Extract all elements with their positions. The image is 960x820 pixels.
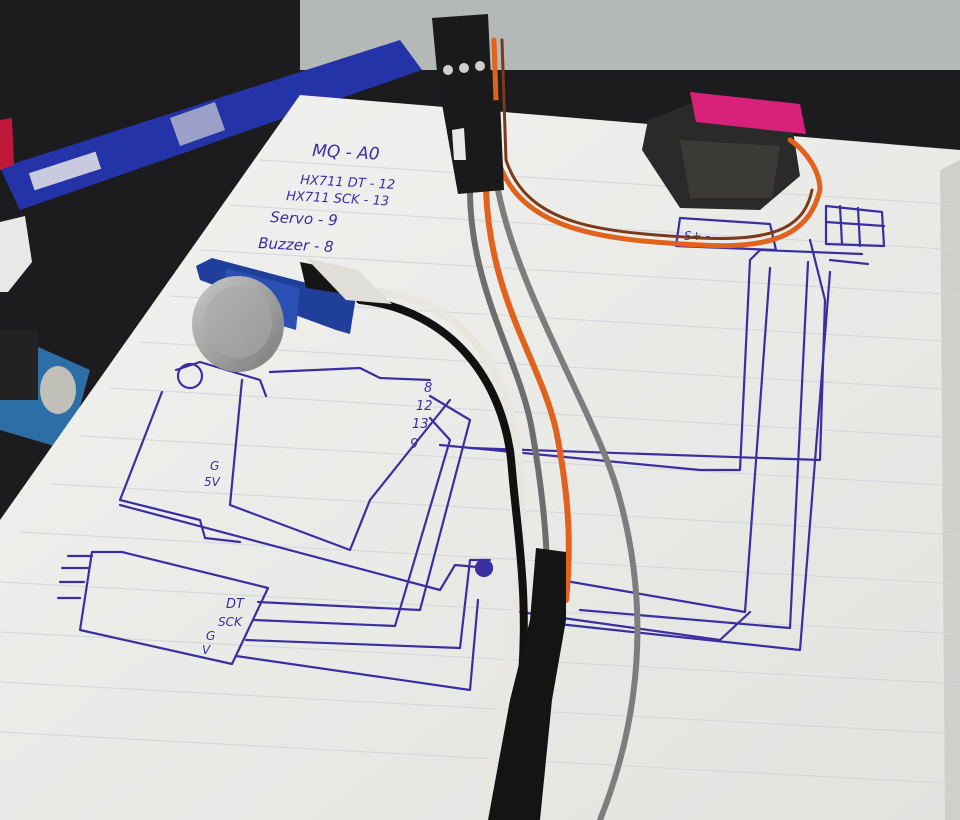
note-line-3: HX711 SCK - 13 xyxy=(286,189,390,209)
servo-wire-brown xyxy=(500,38,814,241)
pin-notes: MQ - A0 HX711 DT - 12 HX711 SCK - 13 Ser… xyxy=(258,141,396,256)
arduino-pin-9: 9 xyxy=(410,437,418,452)
wire-white xyxy=(372,288,527,820)
arduino-pin-13: 13 xyxy=(412,417,429,432)
wire-orange-mid xyxy=(483,187,572,603)
ink-schematic xyxy=(56,204,886,692)
heat-shrink xyxy=(488,548,566,820)
hx711-pin-v: V xyxy=(202,643,211,657)
note-line-5: Buzzer - 8 xyxy=(258,234,334,256)
arduino-pin-8: 8 xyxy=(424,381,432,396)
jumper-wires xyxy=(356,37,823,820)
arduino-pin-12: 12 xyxy=(416,399,433,414)
regulator-board xyxy=(0,330,90,450)
note-line-1: MQ - A0 xyxy=(312,141,380,165)
note-line-2: HX711 DT - 12 xyxy=(300,173,396,193)
white-block xyxy=(0,216,32,292)
ruled-lines xyxy=(0,159,960,785)
sensor-connector xyxy=(306,258,392,304)
wire-gray-right xyxy=(495,187,641,820)
dupont-connector xyxy=(432,14,504,194)
hx711-pin-dt: DT xyxy=(226,597,245,612)
hx711-pin-sck: SCK xyxy=(218,615,243,629)
notebook-underpage xyxy=(940,160,960,820)
hx711-pin-g: G xyxy=(206,629,215,643)
sensor-pin-g: G xyxy=(210,459,219,473)
note-line-4: Servo - 9 xyxy=(270,208,338,230)
servo-motor xyxy=(642,92,806,210)
servo-wire-orange xyxy=(491,37,823,249)
arduino-pin-labels: 8 12 13 9 xyxy=(410,381,433,452)
sensor-pin-5v: 5V xyxy=(204,475,221,489)
hx711-pin-labels: DT SCK G V xyxy=(202,597,245,657)
sensor-pin-labels: G 5V xyxy=(204,459,221,489)
wire-black xyxy=(356,296,528,820)
blue-pen xyxy=(0,40,422,210)
